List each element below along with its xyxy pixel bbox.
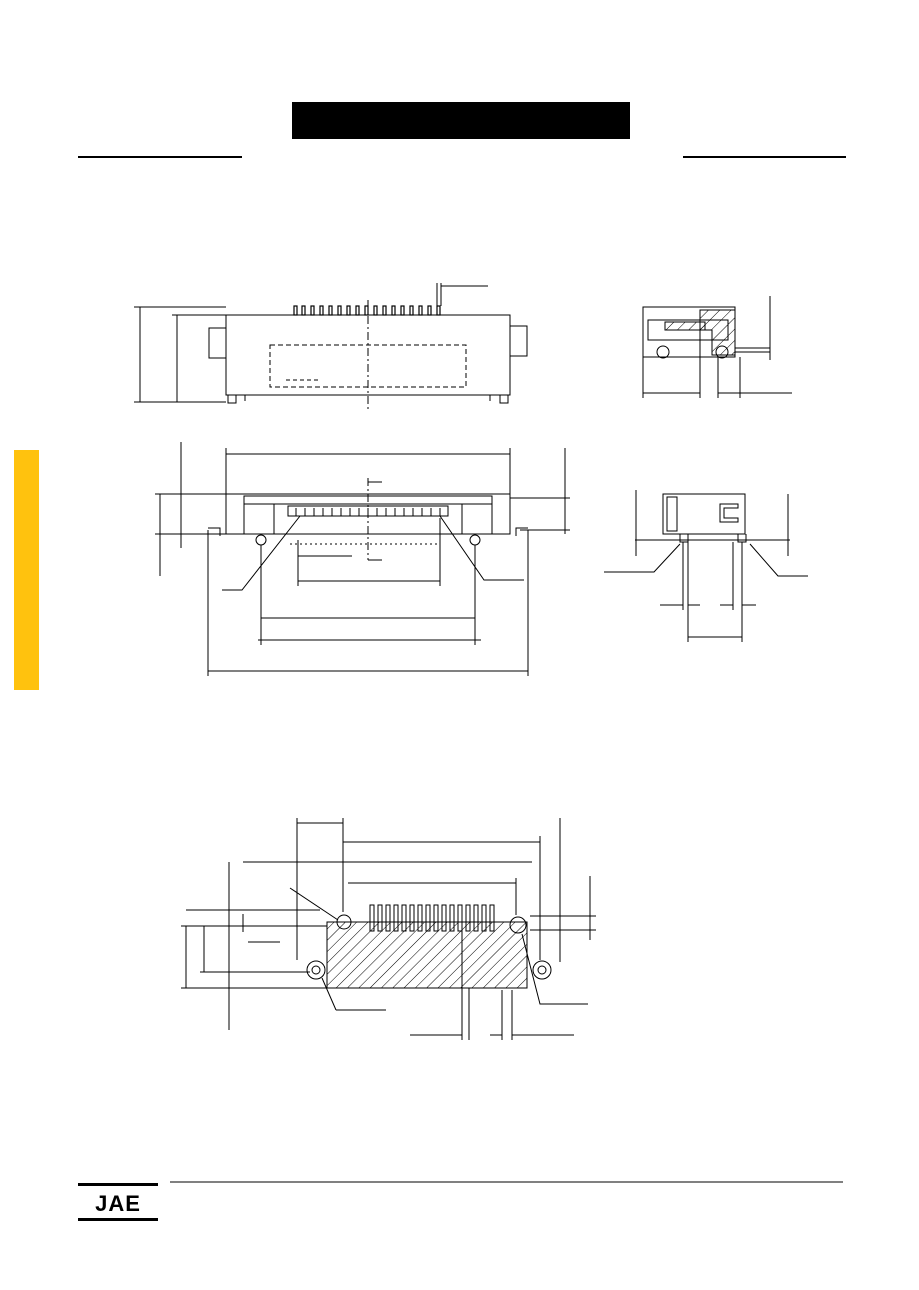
header-rule-right [683, 156, 846, 158]
top-view-drawing [155, 442, 570, 676]
logo-text: JAE [95, 1191, 141, 1216]
jae-logo: JAE [78, 1183, 158, 1221]
side-tab [14, 450, 39, 690]
side-section-view-drawing [642, 296, 792, 398]
front-view-drawing [134, 283, 528, 412]
pcb-layout-drawing [181, 818, 596, 1040]
title-bar [292, 102, 630, 139]
side-view-drawing [604, 490, 808, 642]
header-rule-left [78, 156, 242, 158]
